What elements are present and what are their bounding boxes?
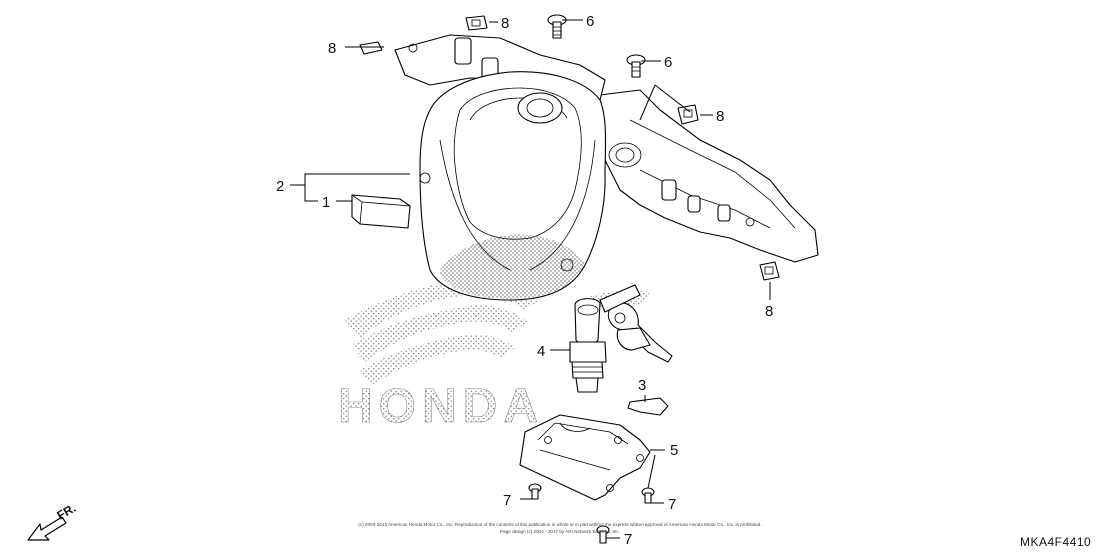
copyright-line-2: Page design (c) 2004 - 2017 by ARI Netwo… — [500, 529, 620, 534]
callout-7-left[interactable]: 7 — [503, 492, 511, 509]
seal-block-part-1[interactable] — [351, 194, 411, 229]
clip-nut-part-8-right[interactable] — [677, 104, 699, 125]
callout-8-left[interactable]: 8 — [328, 40, 336, 57]
callout-2[interactable]: 2 — [276, 178, 284, 195]
callout-7-right[interactable]: 7 — [668, 496, 676, 513]
callout-8-right[interactable]: 8 — [716, 108, 724, 125]
key-cylinder-part-4[interactable] — [569, 284, 673, 393]
leader-lines — [290, 19, 771, 539]
callout-5[interactable]: 5 — [670, 442, 678, 459]
screw-part-7-left[interactable] — [528, 483, 542, 500]
inner-cover-part-2[interactable] — [394, 34, 819, 301]
screw-part-6-mid[interactable] — [626, 54, 646, 78]
callout-6-mid[interactable]: 6 — [664, 54, 672, 71]
clip-nut-part-8-lower[interactable] — [759, 261, 780, 281]
callout-1[interactable]: 1 — [322, 194, 330, 211]
screw-part-7-right[interactable] — [641, 487, 655, 504]
bracket-part-5[interactable] — [519, 414, 651, 501]
copyright-line-1: (c) 2003-2013 American Honda Motor Co., … — [358, 522, 761, 527]
clip-nut-part-8-top[interactable] — [465, 15, 488, 31]
callout-8-lower[interactable]: 8 — [765, 303, 773, 320]
callout-4[interactable]: 4 — [537, 343, 545, 360]
screw-part-7-bottom[interactable] — [596, 525, 610, 544]
front-direction-arrow — [27, 516, 67, 541]
clip-nut-part-8-left[interactable] — [359, 41, 383, 55]
honda-watermark-text: HONDA — [338, 380, 544, 433]
spring-plate-part-3[interactable] — [627, 397, 669, 416]
callout-8-top[interactable]: 8 — [501, 15, 509, 32]
callout-6-top[interactable]: 6 — [586, 13, 594, 30]
callout-7-bottom[interactable]: 7 — [624, 531, 632, 548]
diagram-code: MKA4F4410 — [1020, 535, 1091, 549]
screw-part-6-top[interactable] — [547, 14, 567, 39]
callout-3[interactable]: 3 — [638, 377, 646, 394]
